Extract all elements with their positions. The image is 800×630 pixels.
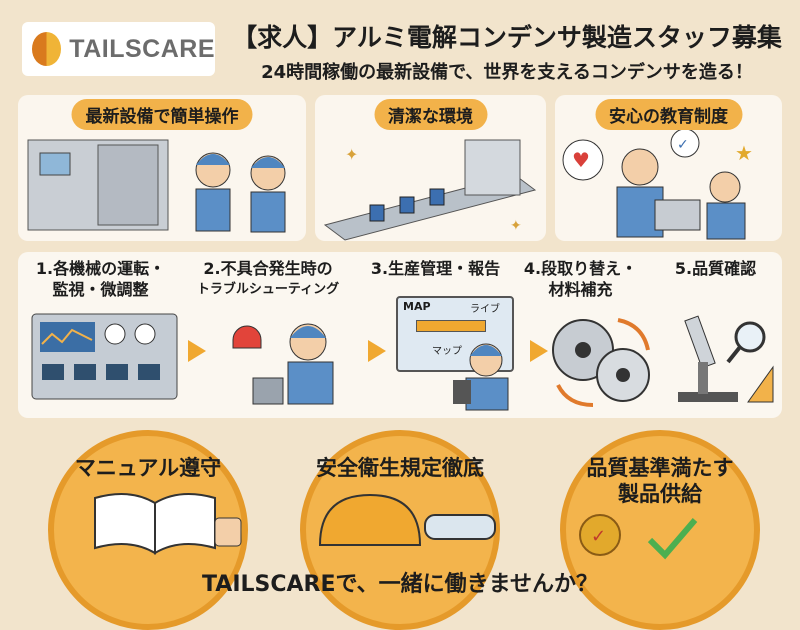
value-label-quality: 品質基準満たす製品供給 [586, 456, 734, 506]
worker-tablet-illustration [453, 343, 509, 411]
control-panel-illustration [31, 313, 178, 400]
training-illustration: ♥ ✓ ★ [562, 128, 753, 240]
svg-text:★: ★ [735, 141, 753, 165]
microscope-illustration [678, 315, 774, 403]
machines-workers-illustration [27, 139, 286, 233]
feature-label: 最新設備で簡単操作 [71, 99, 253, 130]
conveyor-illustration: ✦✦ [323, 139, 537, 241]
svg-text:♥: ♥ [572, 148, 590, 172]
svg-text:✓: ✓ [677, 137, 689, 153]
process-step-4: 4.段取り替え・材料補充 [523, 259, 638, 299]
process-step-1: 1.各機械の運転・監視・微調整 [35, 259, 166, 299]
company-logo: TAILSCARE [22, 22, 215, 76]
feature-label: 安心の教育制度 [595, 99, 742, 130]
value-label-safety: 安全衛生規定徹底 [316, 456, 484, 480]
footer-call-to-action: TAILSCAREで、一緒に働きませんか？ [202, 572, 598, 597]
manual-book-thumbsup-icon [94, 493, 242, 555]
material-reels-illustration [552, 318, 650, 407]
logo-mark-icon [32, 32, 62, 66]
page-subtitle: 24時間稼働の最新設備で、世界を支えるコンデンサを造る！ [261, 62, 753, 83]
quality-medal-check-icon: ✓ [579, 514, 698, 560]
svg-text:✦: ✦ [510, 218, 522, 234]
arrow-right-icon [188, 340, 206, 362]
value-label-manual: マニュアル遵守 [74, 456, 222, 480]
feature-panel-education: 安心の教育制度 ♥ ✓ ★ [555, 95, 782, 241]
process-step-3: 3.生産管理・報告 [370, 259, 501, 278]
arrow-right-icon [530, 340, 548, 362]
feature-label: 清潔な環境 [374, 99, 487, 130]
feature-panel-clean: 清潔な環境 ✦✦ [315, 95, 546, 241]
svg-text:✦: ✦ [345, 145, 358, 164]
svg-text:✓: ✓ [591, 526, 606, 547]
troubleshooting-illustration [232, 323, 334, 405]
arrow-right-icon [368, 340, 386, 362]
feature-panel-equipment: 最新設備で簡単操作 [18, 95, 306, 241]
logo-text: TAILSCARE [69, 34, 215, 63]
helmet-goggles-icon [318, 493, 496, 546]
process-step-5: 5.品質確認 [674, 259, 757, 278]
process-step-2: 2.不具合発生時のトラブルシューティング [196, 259, 340, 297]
job-process-panel: 1.各機械の運転・監視・微調整 2.不具合発生時のトラブルシューティング 3.生… [18, 252, 782, 418]
page-title: 【求人】アルミ電解コンデンサ製造スタッフ募集 [232, 23, 782, 52]
